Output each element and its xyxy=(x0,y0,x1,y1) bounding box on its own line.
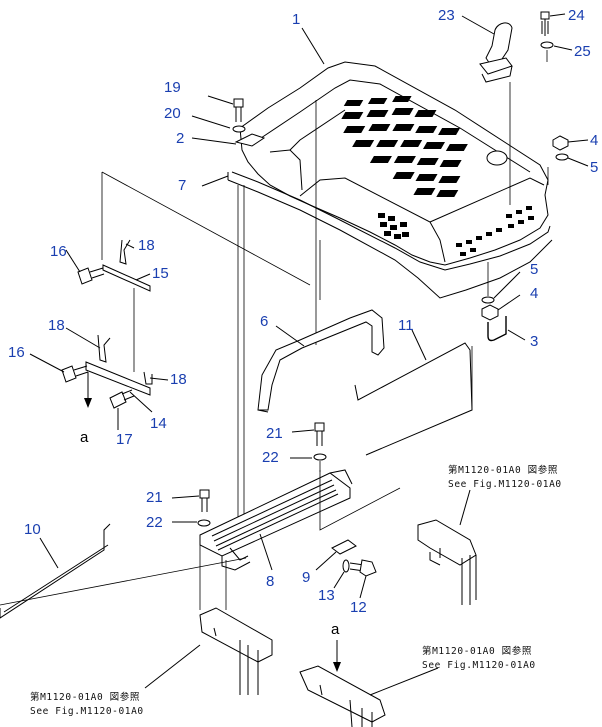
callout-4-bottom: 4 xyxy=(530,285,538,302)
callout-6: 6 xyxy=(260,313,268,330)
callout-12: 12 xyxy=(350,599,367,616)
exhaust-pipe xyxy=(479,22,513,83)
hood-seal xyxy=(231,171,551,271)
u-bolt-3 xyxy=(487,316,507,342)
callout-1: 1 xyxy=(292,11,300,28)
callout-15: 15 xyxy=(152,265,169,282)
plate-9 xyxy=(331,539,357,555)
bolt-17 xyxy=(109,389,135,409)
mount-bracket-lower-left xyxy=(199,607,273,695)
callout-17: 17 xyxy=(116,431,133,448)
callout-18-top: 18 xyxy=(138,237,155,254)
callout-3: 3 xyxy=(530,333,538,350)
rod-10 xyxy=(0,523,111,619)
callout-22-upper: 22 xyxy=(262,449,279,466)
callout-21-lower: 21 xyxy=(146,489,163,506)
mount-bracket-lower-right xyxy=(299,665,386,727)
reference-jp: 第M1120-01A0 図参照 xyxy=(422,645,532,657)
reference-jp: 第M1120-01A0 図参照 xyxy=(448,464,558,476)
washer-25 xyxy=(540,41,554,49)
bolt-21-lower xyxy=(199,489,210,512)
washer-22-upper xyxy=(313,453,327,461)
bolt-16-top xyxy=(77,267,105,285)
reference-note-lower-left: 第M1120-01A0 図参照 See Fig.M1120-01A0 xyxy=(30,691,144,717)
washer-5-top xyxy=(555,153,569,161)
callout-11: 11 xyxy=(398,317,414,334)
callout-14: 14 xyxy=(150,415,167,432)
nut-4-top xyxy=(552,135,569,151)
engine-hood xyxy=(239,61,549,266)
handle-6 xyxy=(257,309,385,411)
bolt-12 xyxy=(349,559,377,577)
callout-19: 19 xyxy=(164,79,181,96)
washer-13 xyxy=(342,559,350,573)
bolt-16-lower xyxy=(61,365,89,383)
rod-11 xyxy=(354,342,473,456)
view-marker-a-left: a xyxy=(80,429,89,446)
callout-20: 20 xyxy=(164,105,181,122)
callout-4-top: 4 xyxy=(590,132,598,149)
callout-23: 23 xyxy=(438,7,455,24)
callout-16-lower: 16 xyxy=(8,344,25,361)
reference-note-lower-right: 第M1120-01A0 図参照 See Fig.M1120-01A0 xyxy=(422,645,536,671)
nut-4-bottom xyxy=(481,304,499,321)
callout-labels: 1 2 3 4 4 5 5 6 7 8 9 10 11 12 13 14 15 … xyxy=(8,7,598,616)
callout-24: 24 xyxy=(568,7,585,24)
callout-25: 25 xyxy=(574,43,591,60)
bolt-19 xyxy=(233,98,244,122)
washer-20 xyxy=(232,125,246,133)
mount-bracket-right xyxy=(417,519,477,605)
bolt-24 xyxy=(540,11,550,36)
callout-leaders xyxy=(29,13,589,599)
callout-8: 8 xyxy=(266,573,274,590)
washer-5-bottom xyxy=(481,296,495,304)
callout-16-top: 16 xyxy=(50,243,67,260)
view-marker-a-right: a xyxy=(331,621,340,638)
callout-21-upper: 21 xyxy=(266,425,283,442)
bolt-21-upper xyxy=(314,422,325,446)
callout-10: 10 xyxy=(24,521,41,538)
callout-18-left: 18 xyxy=(48,317,65,334)
reference-en: See Fig.M1120-01A0 xyxy=(448,479,562,490)
reference-jp: 第M1120-01A0 図参照 xyxy=(30,691,140,703)
bracket-2 xyxy=(234,133,266,147)
reference-en: See Fig.M1120-01A0 xyxy=(30,706,144,717)
callout-2: 2 xyxy=(176,130,184,147)
base-plate-8 xyxy=(199,469,353,571)
bracket-14 xyxy=(85,334,153,396)
callout-5-top: 5 xyxy=(590,159,598,176)
callout-7: 7 xyxy=(178,177,186,194)
reference-note-right: 第M1120-01A0 図参照 See Fig.M1120-01A0 xyxy=(448,464,562,490)
washer-22-lower xyxy=(197,519,211,527)
callout-5-bottom: 5 xyxy=(530,261,538,278)
callout-18-right: 18 xyxy=(170,371,187,388)
callout-13: 13 xyxy=(318,587,335,604)
callout-9: 9 xyxy=(302,569,310,586)
callout-22-lower: 22 xyxy=(146,514,163,531)
reference-en: See Fig.M1120-01A0 xyxy=(422,660,536,671)
